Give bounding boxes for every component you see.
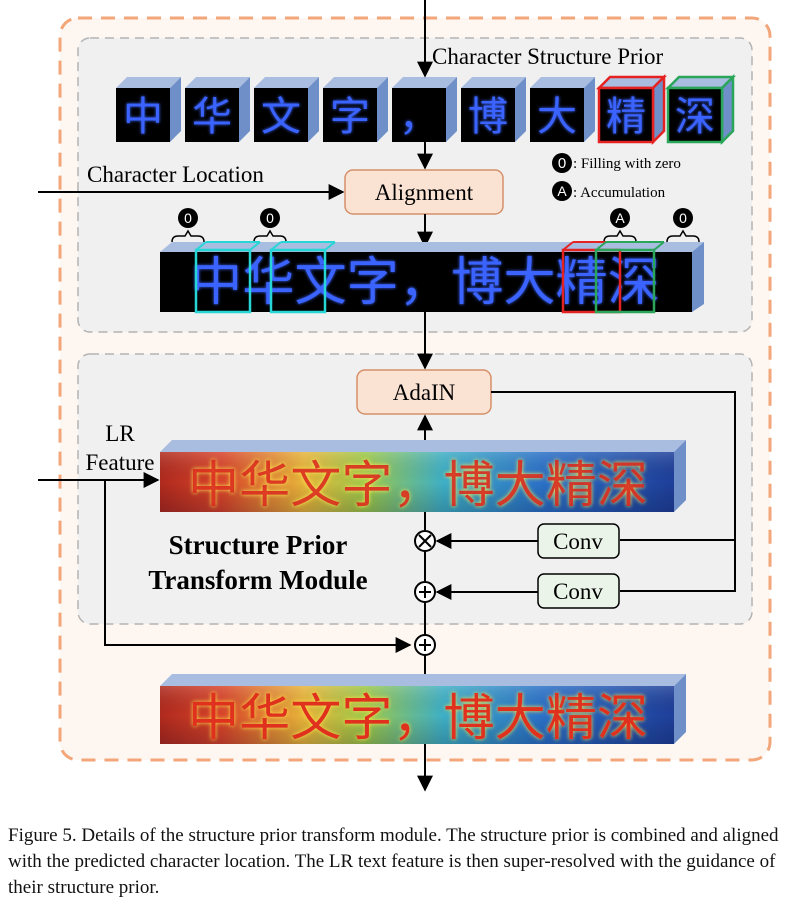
module-label-1: Structure Prior	[169, 530, 348, 560]
character-cube: 字	[323, 77, 388, 142]
multiply-node	[414, 530, 436, 552]
character-glyph: 大	[537, 94, 577, 140]
aligned-prior-strip: 中华文字，博大精深	[160, 241, 704, 314]
zero-legend-icon	[552, 153, 572, 173]
character-cube: 大	[530, 77, 595, 142]
character-cubes: 中华文字 ， 博大精深	[116, 73, 737, 146]
cyan-box-2	[269, 248, 327, 314]
figure-caption: Figure 5. Details of the structure prior…	[8, 825, 779, 898]
character-cube: 文	[254, 77, 319, 142]
add-node-1	[414, 581, 436, 603]
character-glyph: ，	[399, 94, 439, 140]
marker-symbol: 0	[266, 210, 274, 226]
character-cube: 中	[116, 77, 181, 142]
accumulation-legend-text: : Accumulation	[573, 185, 666, 201]
character-glyph: 博	[468, 94, 508, 140]
skip-connection	[104, 480, 412, 653]
accumulation-legend-symbol: A	[557, 183, 567, 199]
marker-symbol: 0	[679, 210, 687, 226]
output-feature-map: 中华文字，博大精深 中华文字，博大精深	[160, 674, 686, 747]
character-glyph: 中	[123, 94, 163, 140]
zero-legend-text: : Filling with zero	[573, 156, 681, 172]
structure-prior-label: Character Structure Prior	[432, 44, 664, 69]
character-glyph: 字	[330, 94, 370, 140]
lr-feature-text-halo: 中华文字，博大精深	[188, 456, 648, 514]
add-node-2	[414, 634, 436, 656]
adain-branch-line	[491, 391, 736, 592]
marker-symbol: 0	[184, 210, 192, 226]
aligned-strip-text: 中华文字，博大精深	[190, 253, 660, 313]
character-glyph: 文	[261, 94, 301, 140]
green-box	[594, 248, 656, 314]
fill-markers: 0 0 A 0	[171, 208, 700, 243]
module-label-2: Transform Module	[148, 565, 367, 595]
character-cube: ，	[392, 77, 457, 142]
accumulation-legend-icon	[552, 181, 572, 201]
cyan-box-1	[194, 248, 252, 314]
character-glyph: 华	[192, 94, 232, 140]
lr-feature-label-2: Feature	[86, 450, 155, 475]
zero-fill-marker: 0	[253, 208, 287, 243]
zero-fill-marker: 0	[171, 208, 205, 243]
marker-symbol: A	[615, 210, 625, 226]
output-text: 中华文字，博大精深	[188, 689, 648, 747]
character-glyph: 深	[675, 94, 715, 140]
zero-fill-marker: 0	[666, 208, 700, 243]
output-text-halo: 中华文字，博大精深	[188, 689, 648, 747]
adain-label: AdaIN	[393, 380, 456, 405]
character-cube: 华	[185, 77, 250, 142]
conv-label-1: Conv	[553, 529, 603, 554]
lr-feature-text: 中华文字，博大精深	[188, 456, 648, 514]
zero-legend-symbol: 0	[558, 155, 566, 172]
accumulation-marker: A	[603, 208, 637, 243]
diagram: Character Structure Prior 中华文字 ， 博大精深 Char…	[38, 0, 772, 792]
lr-feature-map: 中华文字，博大精深 中华文字，博大精深	[160, 440, 686, 514]
alignment-label: Alignment	[375, 180, 474, 205]
lr-feature-label-1: LR	[105, 421, 135, 446]
conv-label-2: Conv	[553, 579, 603, 604]
character-cube: 深	[664, 73, 737, 146]
red-box	[561, 248, 622, 314]
character-cube: 博	[461, 77, 526, 142]
character-location-label: Character Location	[87, 162, 264, 187]
character-cube: 精	[595, 73, 668, 146]
character-glyph: 精	[606, 94, 646, 140]
